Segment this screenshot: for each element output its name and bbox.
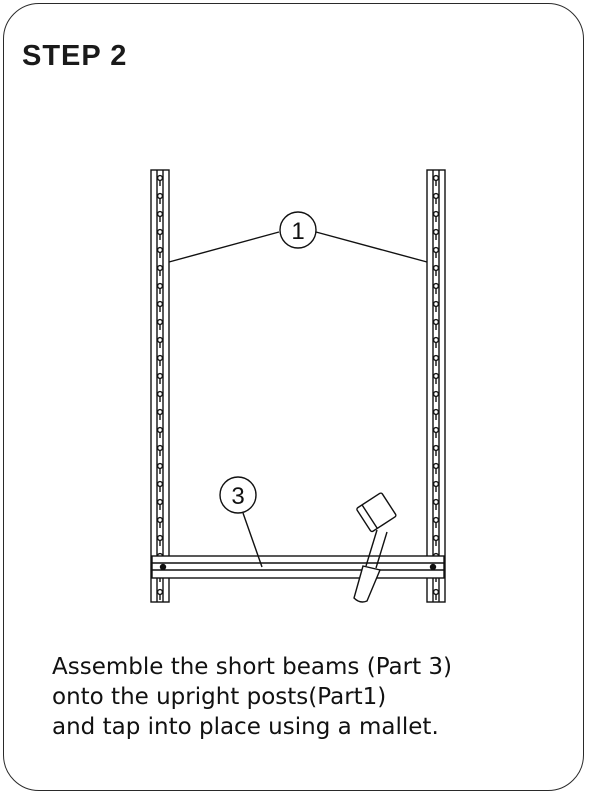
callout-circle-1	[279, 211, 317, 249]
instruction-text: Assemble the short beams (Part 3) onto t…	[52, 652, 572, 742]
instruction-line-3: and tap into place using a mallet.	[52, 714, 439, 740]
callout-label-3: 3	[231, 483, 244, 510]
left-upright-post	[150, 169, 170, 603]
keyhole-slot	[432, 534, 440, 542]
keyhole-slot	[156, 534, 164, 542]
keyhole-slot	[156, 516, 164, 524]
keyhole-slot	[156, 588, 164, 596]
instruction-line-2: onto the upright posts(Part1)	[52, 684, 387, 710]
step-card	[3, 3, 584, 791]
callout-label-1: 1	[291, 218, 304, 245]
leader-line-beam	[242, 512, 263, 568]
right-upright-post	[426, 169, 446, 603]
step-title: STEP 2	[22, 40, 128, 72]
keyhole-slot	[432, 516, 440, 524]
mallet	[353, 492, 397, 603]
keyhole-slot	[432, 588, 440, 596]
short-beam	[151, 555, 445, 579]
instruction-line-1: Assemble the short beams (Part 3)	[52, 654, 453, 680]
leader-line-left-post	[168, 231, 280, 263]
leader-line-right-post	[315, 231, 428, 263]
callout-circle-3	[219, 476, 257, 514]
left-post-slots	[156, 174, 164, 600]
